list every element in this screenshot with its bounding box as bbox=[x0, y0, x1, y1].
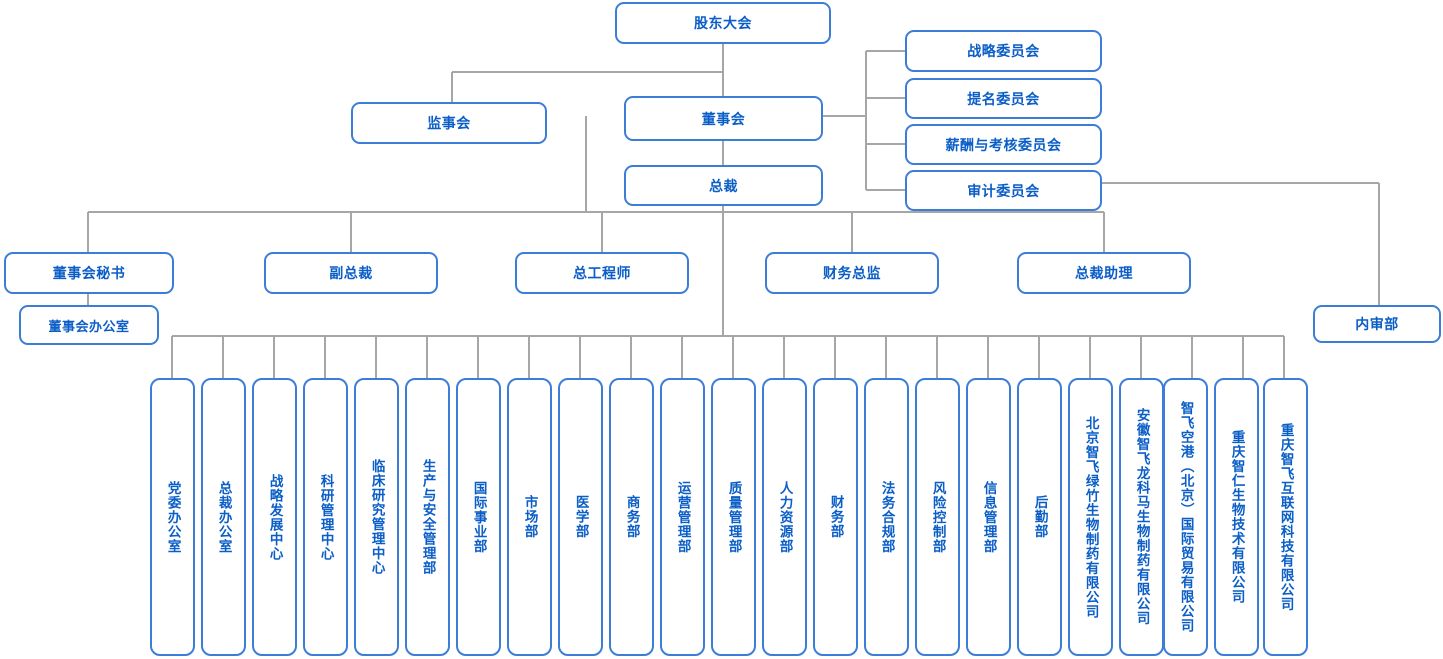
node-label: 战略委员会 bbox=[967, 43, 1040, 59]
node-label: 审计委员会 bbox=[967, 182, 1040, 199]
dept-label: 重庆智仁生物技术有限公司 bbox=[1229, 430, 1245, 604]
dept-box-beijing-zhifei-lvzhu[interactable]: 北京智飞绿竹生物制药有限公司 bbox=[1068, 378, 1113, 656]
dept-box-risk-control[interactable]: 风险控制部 bbox=[915, 378, 960, 656]
dept-box-business[interactable]: 商务部 bbox=[609, 378, 654, 656]
node-president-assistant[interactable]: 总裁助理 bbox=[1017, 252, 1191, 294]
node-president[interactable]: 总裁 bbox=[624, 165, 823, 206]
dept-label: 科研管理中心 bbox=[318, 473, 334, 561]
dept-box-party-committee-office[interactable]: 党委办公室 bbox=[150, 378, 195, 656]
dept-box-chongqing-zhiren-biotech[interactable]: 重庆智仁生物技术有限公司 bbox=[1214, 378, 1259, 656]
dept-label: 市场部 bbox=[522, 495, 538, 539]
dept-box-international-business[interactable]: 国际事业部 bbox=[456, 378, 501, 656]
node-vice-president[interactable]: 副总裁 bbox=[264, 252, 438, 294]
dept-box-marketing[interactable]: 市场部 bbox=[507, 378, 552, 656]
dept-box-finance[interactable]: 财务部 bbox=[813, 378, 858, 656]
dept-label: 临床研究管理中心 bbox=[369, 459, 385, 575]
dept-label: 重庆智飞互联网科技有限公司 bbox=[1278, 422, 1294, 612]
node-audit-committee[interactable]: 审计委员会 bbox=[905, 170, 1102, 211]
node-label: 薪酬与考核委员会 bbox=[945, 136, 1062, 153]
dept-box-production-safety-management[interactable]: 生产与安全管理部 bbox=[405, 378, 450, 656]
dept-label: 医学部 bbox=[573, 495, 589, 539]
node-label: 总裁 bbox=[709, 177, 738, 194]
dept-label: 信息管理部 bbox=[981, 480, 997, 554]
node-label: 董事会办公室 bbox=[48, 318, 130, 334]
node-nomination-committee[interactable]: 提名委员会 bbox=[905, 78, 1102, 119]
node-board-office[interactable]: 董事会办公室 bbox=[19, 305, 159, 345]
dept-label: 质量管理部 bbox=[726, 480, 742, 554]
node-remuneration-appraisal-committee[interactable]: 薪酬与考核委员会 bbox=[905, 124, 1102, 165]
dept-label: 运营管理部 bbox=[675, 480, 691, 554]
dept-label: 人力资源部 bbox=[777, 480, 793, 554]
node-label: 董事会秘书 bbox=[52, 265, 126, 281]
dept-box-strategic-development-center[interactable]: 战略发展中心 bbox=[252, 378, 297, 656]
node-label: 监事会 bbox=[427, 115, 471, 131]
dept-label: 商务部 bbox=[624, 495, 640, 539]
dept-box-logistics[interactable]: 后勤部 bbox=[1017, 378, 1062, 656]
dept-label: 国际事业部 bbox=[471, 480, 487, 554]
dept-label: 党委办公室 bbox=[165, 480, 181, 554]
node-board-of-directors[interactable]: 董事会 bbox=[624, 96, 823, 141]
node-label: 提名委员会 bbox=[967, 90, 1040, 107]
dept-label: 安徽智飞龙科马生物制药有限公司 bbox=[1134, 408, 1150, 626]
dept-label: 北京智飞绿竹生物制药有限公司 bbox=[1083, 415, 1099, 619]
dept-label: 总裁办公室 bbox=[216, 480, 232, 554]
node-label: 内审部 bbox=[1355, 316, 1399, 332]
node-shareholders-meeting[interactable]: 股东大会 bbox=[615, 2, 831, 44]
node-label: 董事会 bbox=[701, 110, 746, 127]
dept-box-chongqing-zhifei-internet-tech[interactable]: 重庆智飞互联网科技有限公司 bbox=[1263, 378, 1308, 656]
node-label: 副总裁 bbox=[329, 265, 373, 281]
node-internal-audit-department[interactable]: 内审部 bbox=[1313, 305, 1441, 343]
dept-label: 财务部 bbox=[828, 495, 844, 539]
dept-box-quality-management[interactable]: 质量管理部 bbox=[711, 378, 756, 656]
dept-box-zhifei-airport-beijing-trading[interactable]: 智飞空港（北京）国际贸易有限公司 bbox=[1163, 378, 1208, 656]
dept-box-information-management[interactable]: 信息管理部 bbox=[966, 378, 1011, 656]
node-label: 股东大会 bbox=[694, 15, 752, 31]
dept-box-legal-compliance[interactable]: 法务合规部 bbox=[864, 378, 909, 656]
dept-label: 战略发展中心 bbox=[267, 473, 283, 561]
node-board-secretary[interactable]: 董事会秘书 bbox=[4, 252, 174, 294]
dept-label: 生产与安全管理部 bbox=[420, 459, 436, 575]
dept-box-clinical-research-management-center[interactable]: 临床研究管理中心 bbox=[354, 378, 399, 656]
dept-box-medical[interactable]: 医学部 bbox=[558, 378, 603, 656]
dept-label: 风险控制部 bbox=[930, 480, 946, 554]
dept-label: 法务合规部 bbox=[879, 480, 895, 554]
dept-label: 智飞空港（北京）国际贸易有限公司 bbox=[1178, 401, 1194, 633]
dept-box-operations-management[interactable]: 运营管理部 bbox=[660, 378, 705, 656]
dept-box-research-management-center[interactable]: 科研管理中心 bbox=[303, 378, 348, 656]
node-strategy-committee[interactable]: 战略委员会 bbox=[905, 30, 1102, 72]
dept-box-president-office[interactable]: 总裁办公室 bbox=[201, 378, 246, 656]
node-cfo[interactable]: 财务总监 bbox=[765, 252, 939, 294]
dept-label: 后勤部 bbox=[1032, 495, 1048, 539]
node-label: 总工程师 bbox=[573, 265, 631, 281]
dept-box-anhui-zhifei-longcoma[interactable]: 安徽智飞龙科马生物制药有限公司 bbox=[1119, 378, 1164, 656]
node-supervisory-board[interactable]: 监事会 bbox=[351, 102, 547, 144]
dept-box-human-resources[interactable]: 人力资源部 bbox=[762, 378, 807, 656]
node-label: 总裁助理 bbox=[1075, 265, 1133, 281]
node-label: 财务总监 bbox=[823, 265, 881, 281]
node-chief-engineer[interactable]: 总工程师 bbox=[515, 252, 689, 294]
